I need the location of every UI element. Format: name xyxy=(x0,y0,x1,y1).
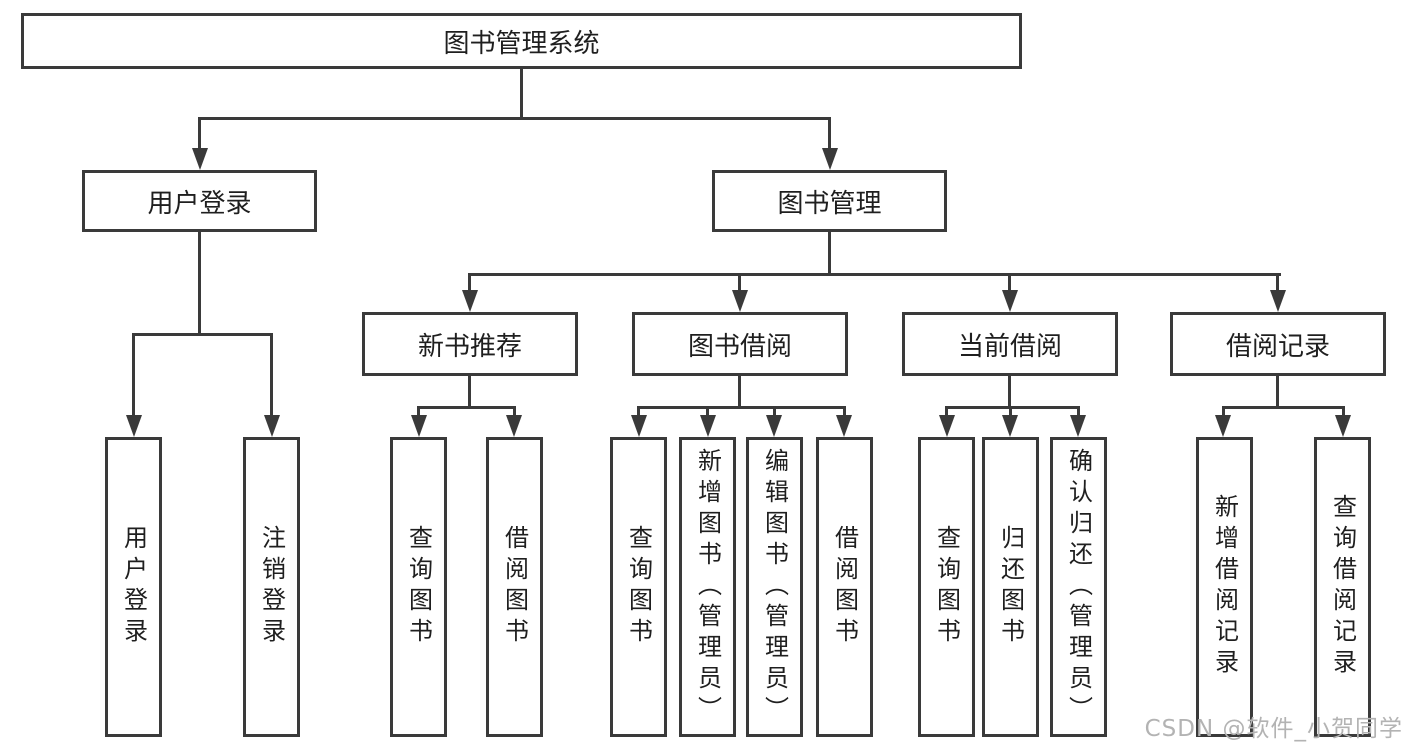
node-book-management: 图书管理 xyxy=(712,170,947,232)
connector xyxy=(637,406,640,418)
arrowhead-down-icon xyxy=(1070,415,1086,437)
leaf-label: 确认归还（管理员） xyxy=(1064,447,1093,727)
connector xyxy=(828,231,831,276)
leaf-query-book-2: 查询图书 xyxy=(610,437,667,737)
leaf-add-book-admin: 新增图书（管理员） xyxy=(679,437,736,737)
arrowhead-down-icon xyxy=(192,148,208,170)
connector xyxy=(1008,273,1011,293)
leaf-label: 新增借阅记录 xyxy=(1210,494,1239,680)
connector xyxy=(1342,406,1345,418)
leaf-label: 借阅图书 xyxy=(500,525,529,649)
arrowhead-down-icon xyxy=(631,415,647,437)
connector xyxy=(1009,406,1012,418)
leaf-label: 归还图书 xyxy=(996,525,1025,649)
leaf-confirm-return-admin: 确认归还（管理员） xyxy=(1050,437,1107,737)
connector xyxy=(637,406,845,409)
arrowhead-down-icon xyxy=(506,415,522,437)
connector xyxy=(270,333,273,417)
arrowhead-down-icon xyxy=(1002,290,1018,312)
node-new-book-recommend: 新书推荐 xyxy=(362,312,578,376)
connector xyxy=(198,117,831,120)
connector xyxy=(706,406,709,418)
connector xyxy=(468,273,1281,276)
node-book-management-label: 图书管理 xyxy=(777,188,882,219)
leaf-label: 用户登录 xyxy=(119,525,148,649)
arrowhead-down-icon xyxy=(1270,290,1286,312)
arrowhead-down-icon xyxy=(264,415,280,437)
connector xyxy=(738,374,741,409)
connector xyxy=(198,231,201,335)
connector xyxy=(738,273,741,293)
node-borrow-record: 借阅记录 xyxy=(1170,312,1386,376)
leaf-label: 查询借阅记录 xyxy=(1328,494,1357,680)
connector xyxy=(828,117,831,150)
leaf-logout: 注销登录 xyxy=(243,437,300,737)
arrowhead-down-icon xyxy=(1215,415,1231,437)
node-user-login-label: 用户登录 xyxy=(147,188,252,219)
leaf-label: 新增图书（管理员） xyxy=(693,447,722,727)
node-book-borrow: 图书借阅 xyxy=(632,312,848,376)
connector xyxy=(468,273,471,293)
node-root-label: 图书管理系统 xyxy=(443,28,600,59)
connector xyxy=(1276,374,1279,409)
connector xyxy=(1222,406,1344,409)
csdn-watermark: CSDN @软件_小贺同学 xyxy=(1144,716,1403,742)
leaf-add-borrow-record: 新增借阅记录 xyxy=(1196,437,1253,737)
arrowhead-down-icon xyxy=(411,415,427,437)
arrowhead-down-icon xyxy=(822,148,838,170)
leaf-label: 查询图书 xyxy=(404,525,433,649)
leaf-label: 编辑图书（管理员） xyxy=(760,447,789,727)
leaf-label: 查询图书 xyxy=(932,525,961,649)
node-root: 图书管理系统 xyxy=(21,13,1022,69)
leaf-label: 注销登录 xyxy=(257,525,286,649)
leaf-label: 借阅图书 xyxy=(830,525,859,649)
leaf-label: 查询图书 xyxy=(624,525,653,649)
arrowhead-down-icon xyxy=(732,290,748,312)
connector xyxy=(945,406,948,418)
leaf-query-borrow-record: 查询借阅记录 xyxy=(1314,437,1371,737)
connector xyxy=(1077,406,1080,418)
arrowhead-down-icon xyxy=(700,415,716,437)
connector xyxy=(1276,273,1279,293)
arrowhead-down-icon xyxy=(1335,415,1351,437)
leaf-return-book: 归还图书 xyxy=(982,437,1039,737)
arrowhead-down-icon xyxy=(462,290,478,312)
node-book-borrow-label: 图书借阅 xyxy=(687,331,792,362)
arrowhead-down-icon xyxy=(126,415,142,437)
connector xyxy=(132,333,135,417)
leaf-borrow-book-2: 借阅图书 xyxy=(816,437,873,737)
node-new-book-recommend-label: 新书推荐 xyxy=(417,331,522,362)
arrowhead-down-icon xyxy=(1002,415,1018,437)
arrowhead-down-icon xyxy=(836,415,852,437)
node-current-borrow: 当前借阅 xyxy=(902,312,1118,376)
connector xyxy=(945,406,1079,409)
connector xyxy=(468,374,471,409)
leaf-borrow-book-1: 借阅图书 xyxy=(486,437,543,737)
connector xyxy=(1008,374,1011,409)
connector xyxy=(843,406,846,418)
connector xyxy=(417,406,516,409)
leaf-query-book-1: 查询图书 xyxy=(390,437,447,737)
connector xyxy=(1222,406,1225,418)
connector xyxy=(773,406,776,418)
node-current-borrow-label: 当前借阅 xyxy=(957,331,1062,362)
connector xyxy=(198,117,201,150)
arrowhead-down-icon xyxy=(766,415,782,437)
connector xyxy=(417,406,420,418)
connector xyxy=(520,68,523,119)
connector xyxy=(132,333,273,336)
connector xyxy=(513,406,516,418)
leaf-user-login: 用户登录 xyxy=(105,437,162,737)
arrowhead-down-icon xyxy=(939,415,955,437)
node-borrow-record-label: 借阅记录 xyxy=(1225,331,1330,362)
leaf-query-book-3: 查询图书 xyxy=(918,437,975,737)
leaf-edit-book-admin: 编辑图书（管理员） xyxy=(746,437,803,737)
node-user-login: 用户登录 xyxy=(82,170,317,232)
